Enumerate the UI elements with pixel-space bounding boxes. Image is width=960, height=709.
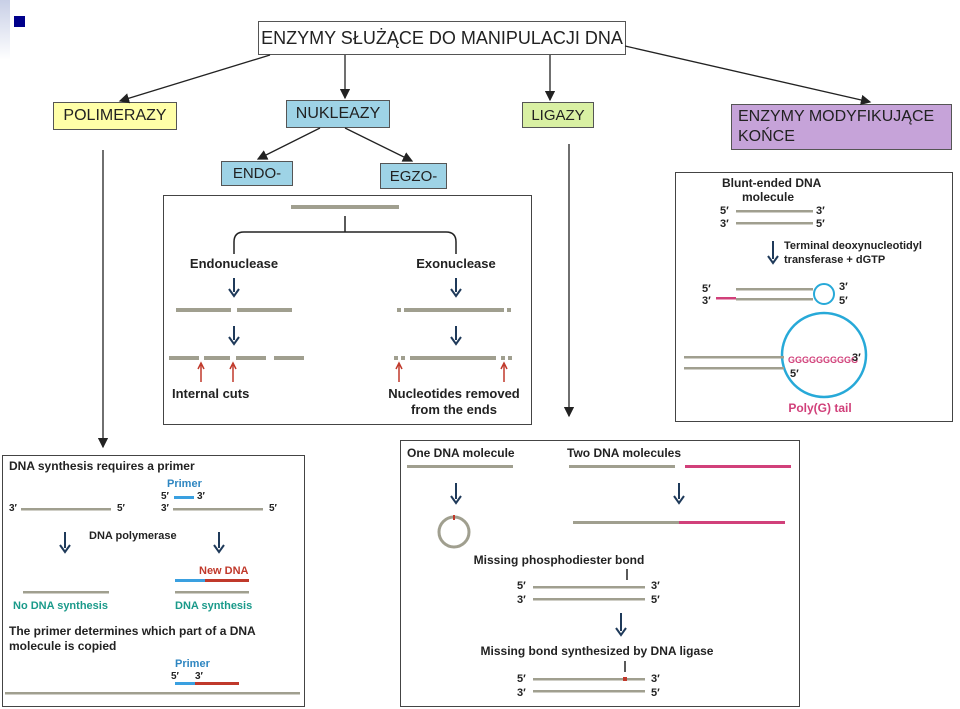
modyfikujace-label-2: KOŃCE <box>738 128 795 145</box>
prime-label: 3′ <box>651 580 660 592</box>
prime-label: 3′ <box>517 687 526 699</box>
prime-label: 3′ <box>720 218 729 230</box>
modifying-illustration: Blunt-ended DNA molecule 5′ 3′ 3′ 5′ Ter… <box>684 176 922 415</box>
prime-label: 5′ <box>816 218 825 230</box>
prime-label: 3′ <box>816 205 825 217</box>
prime-label: 3′ <box>651 673 660 685</box>
polymerase-illustration: DNA synthesis requires a primer Primer 5… <box>5 459 300 695</box>
endonuclease-label: Endonuclease <box>190 256 278 271</box>
nukleazy-box: NUKLEAZY <box>286 100 390 128</box>
prime-label: 5′ <box>117 503 126 514</box>
tdt-label-1: Terminal deoxynucleotidyl <box>784 240 922 252</box>
prime-label: 5′ <box>517 580 526 592</box>
polymerase-heading: DNA synthesis requires a primer <box>9 459 195 473</box>
egzo-label: EGZO- <box>389 167 438 185</box>
blunt-label-1: Blunt-ended DNA <box>722 176 822 190</box>
no-synthesis-label: No DNA synthesis <box>13 600 108 612</box>
modifying-panel: Blunt-ended DNA molecule 5′ 3′ 3′ 5′ Ter… <box>675 172 953 422</box>
one-molecule-label: One DNA molecule <box>407 446 515 460</box>
missing-bond-label: Missing phosphodiester bond <box>474 553 645 567</box>
prime-label: 3′ <box>852 352 861 364</box>
nuclease-illustration: Endonuclease Exonuclease I <box>169 205 520 417</box>
prime-label: 5′ <box>790 368 799 380</box>
prime-label: 5′ <box>269 503 278 514</box>
ligazy-label: LIGAZY <box>531 106 585 124</box>
polimerazy-label: POLIMERAZY <box>63 107 167 124</box>
primer-note-1: The primer determines which part of a DN… <box>9 624 256 638</box>
prime-label: 5′ <box>161 491 170 502</box>
prime-label: 3′ <box>195 671 204 682</box>
poly-g-label: Poly(G) tail <box>788 401 851 415</box>
title-box: ENZYMY SŁUŻĄCE DO MANIPULACJI DNA <box>258 21 626 55</box>
nuclease-panel: Endonuclease Exonuclease I <box>163 195 532 425</box>
title-text: ENZYMY SŁUŻĄCE DO MANIPULACJI DNA <box>261 27 623 48</box>
endo-box: ENDO- <box>221 161 293 186</box>
tdt-label-2: transferase + dGTP <box>784 254 885 266</box>
prime-label: 5′ <box>839 295 848 307</box>
prime-label: 3′ <box>517 594 526 606</box>
egzo-box: EGZO- <box>380 163 447 189</box>
prime-label: 5′ <box>517 673 526 685</box>
primer-label-top: Primer <box>167 478 203 490</box>
modyfikujace-label-1: ENZYMY MODYFIKUJĄCE <box>738 108 935 125</box>
modyfikujace-box: ENZYMY MODYFIKUJĄCE KOŃCE <box>731 104 952 150</box>
prime-label: 5′ <box>171 671 180 682</box>
prime-label: 5′ <box>720 205 729 217</box>
endo-label: ENDO- <box>232 165 282 182</box>
primer-label-bottom: Primer <box>175 658 211 670</box>
primer-note-2: molecule is copied <box>9 639 116 653</box>
prime-label: 3′ <box>702 295 711 307</box>
slide-decoration <box>0 0 10 60</box>
dna-polymerase-label: DNA polymerase <box>89 530 177 542</box>
internal-cuts-label: Internal cuts <box>172 386 249 401</box>
prime-label: 3′ <box>197 491 206 502</box>
blunt-dna <box>736 210 813 225</box>
nucleotides-removed-label-2: from the ends <box>411 402 497 417</box>
nucleotides-removed-label-1: Nucleotides removed <box>388 386 520 401</box>
synthesis-label: DNA synthesis <box>175 600 252 612</box>
exonuclease-label: Exonuclease <box>416 256 496 271</box>
g-tail-sequence: GGGGGGGGGG <box>788 355 858 365</box>
polymerase-panel: DNA synthesis requires a primer Primer 5… <box>2 455 305 707</box>
prime-label: 3′ <box>9 503 18 514</box>
ligase-panel: One DNA molecule Two DNA molecules Missi… <box>400 440 800 707</box>
blunt-label-2: molecule <box>742 190 794 204</box>
ligase-illustration: One DNA molecule Two DNA molecules Missi… <box>407 446 791 699</box>
bond-synthesized-label: Missing bond synthesized by DNA ligase <box>481 644 714 658</box>
prime-label: 3′ <box>839 281 848 293</box>
prime-label: 5′ <box>651 594 660 606</box>
nukleazy-label: NUKLEAZY <box>295 105 381 122</box>
prime-label: 5′ <box>702 283 711 295</box>
prime-label: 5′ <box>651 687 660 699</box>
two-molecules-label: Two DNA molecules <box>567 446 681 460</box>
ligazy-box: LIGAZY <box>522 102 594 128</box>
polimerazy-box: POLIMERAZY <box>53 102 177 130</box>
new-dna-label: New DNA <box>199 565 249 577</box>
slide-bullet <box>14 16 25 27</box>
prime-label: 3′ <box>161 503 170 514</box>
